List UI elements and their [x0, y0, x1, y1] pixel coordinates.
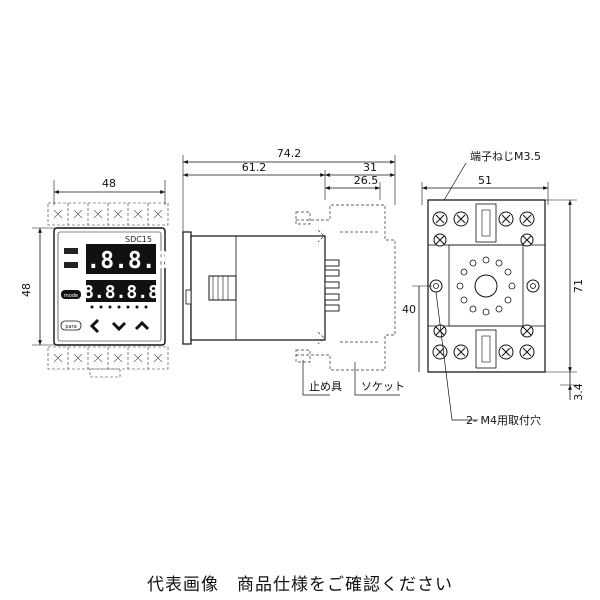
overall-length-dim: 74.2 — [277, 147, 302, 160]
socket-inner-dim: 26.5 — [354, 174, 379, 187]
mounting-hole-right — [526, 279, 540, 293]
socket-height-dim: 71 — [572, 279, 585, 293]
mounting-hole-label: 2- M4用取付穴 — [466, 413, 541, 427]
mode-button[interactable] — [61, 290, 81, 299]
indicator-row — [90, 305, 148, 309]
socket-label: ソケット — [361, 380, 405, 393]
up-arrow-key-icon[interactable] — [134, 320, 150, 331]
down-arrow-key-icon[interactable] — [111, 321, 127, 332]
image-caption: 代表画像 商品仕様をご確認ください — [147, 575, 453, 595]
bottom-offset-dim: 3.4 — [572, 383, 585, 401]
para-button[interactable] — [60, 320, 82, 331]
socket-width-dim: 51 — [478, 174, 492, 187]
mode-button-label: mode — [64, 293, 78, 299]
stopper-label: 止め具 — [309, 380, 342, 393]
terminal-screw-icon — [435, 214, 532, 357]
para-button-label: para — [65, 324, 76, 330]
side-view: 74.2 61.2 31 26.5 — [182, 147, 405, 396]
lower-display — [86, 280, 156, 302]
upper-display — [86, 244, 156, 274]
socket-key-hole — [474, 274, 498, 298]
body-length-dim: 61.2 — [242, 161, 267, 174]
left-arrow-key-icon[interactable] — [89, 318, 100, 334]
terminal-screw-label: 端子ねじM3.5 — [470, 150, 541, 163]
lower-display-value: 8.8.8.8 — [83, 282, 159, 303]
hole-spacing-dim: 40 — [402, 303, 416, 316]
upper-display-value: 8.8.8.8 — [73, 248, 170, 274]
front-height-dim: 48 — [20, 283, 33, 297]
socket-view: 端子ねじM3.5 51 — [402, 150, 585, 427]
model-label: SDC15 — [125, 235, 152, 244]
front-view: 48 48 — [20, 177, 170, 378]
socket-pin-holes — [456, 256, 516, 316]
front-width-dim: 48 — [102, 177, 116, 190]
socket-length-dim: 31 — [363, 161, 377, 174]
